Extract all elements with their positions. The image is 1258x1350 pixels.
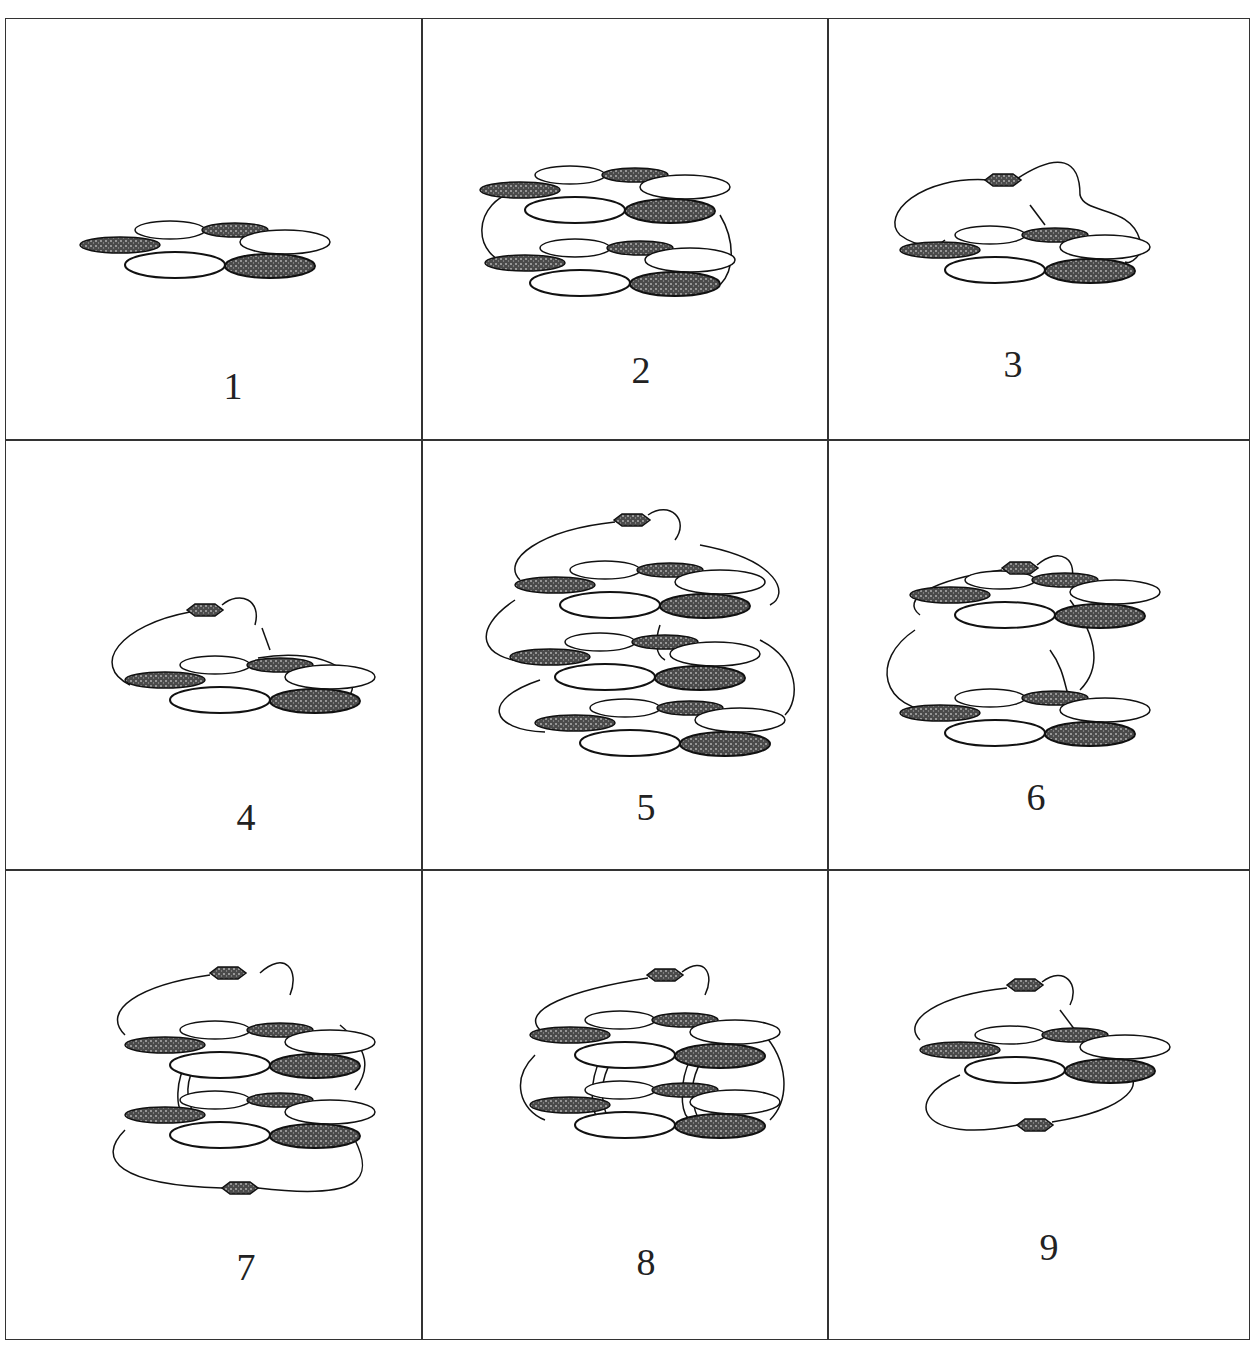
panel-number: 1 [224, 367, 243, 405]
panel-number: 3 [1004, 345, 1023, 383]
panel-number: 8 [637, 1243, 656, 1281]
panel-cell: 3 [828, 18, 1250, 440]
panel-number: 2 [632, 351, 651, 389]
panel-number: 5 [637, 788, 656, 826]
panel-number: 6 [1027, 778, 1046, 816]
panel-cell: 5 [422, 440, 828, 870]
panel-cell: 2 [422, 18, 828, 440]
panel-number: 4 [237, 798, 256, 836]
panel-cell: 4 [5, 440, 422, 870]
panel-cell: 9 [828, 870, 1250, 1340]
panel-cell: 7 [5, 870, 422, 1340]
panel-cell: 6 [828, 440, 1250, 870]
panel-cell: 1 [5, 18, 422, 440]
panel-cell: 8 [422, 870, 828, 1340]
panel-number: 9 [1040, 1228, 1059, 1266]
panel-number: 7 [237, 1248, 256, 1286]
